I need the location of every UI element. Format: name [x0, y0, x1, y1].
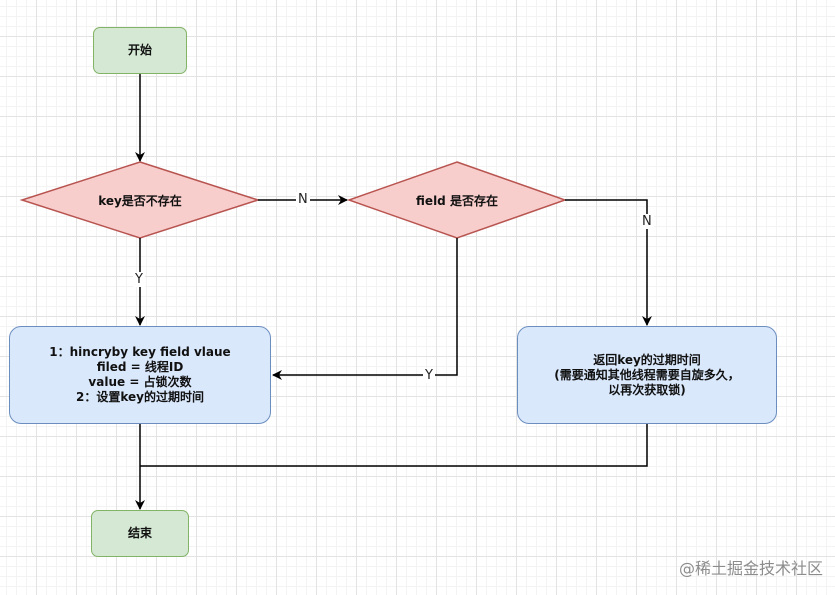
- end-node: 结束: [91, 510, 189, 557]
- edge-field-to-right: [565, 199, 652, 326]
- edge-label-field-y: Y: [423, 368, 435, 383]
- process-right-node: 返回key的过期时间 (需要通知其他线程需要自旋多久， 以再次获取锁): [517, 326, 777, 424]
- process-left-line-2: filed = 线程ID: [96, 360, 184, 374]
- process-left-line-4: 2：设置key的过期时间: [76, 390, 204, 404]
- edge-right-to-end: [140, 424, 648, 467]
- process-right-line-1: 返回key的过期时间: [593, 352, 701, 367]
- decision-key-label: key是否不存在: [98, 194, 182, 208]
- decision-field-label: field 是否存在: [416, 194, 498, 208]
- edge-label-field-n: N: [640, 214, 654, 229]
- process-left-line-1: 1：hincryby key field vlaue: [49, 345, 231, 359]
- process-right-line-2: (需要通知其他线程需要自旋多久，: [554, 367, 740, 382]
- process-left-node: 1：hincryby key field vlaue filed = 线程ID …: [9, 326, 271, 424]
- end-label: 结束: [127, 526, 152, 540]
- edge-label-key-n: N: [296, 192, 310, 207]
- start-label: 开始: [127, 43, 152, 57]
- start-node: 开始: [93, 27, 187, 74]
- watermark-text: @稀土掘金技术社区: [678, 559, 823, 578]
- process-right-line-3: 以再次获取锁): [608, 382, 686, 397]
- process-left-line-3: value = 占锁次数: [88, 375, 192, 389]
- edge-field-to-left: [272, 238, 458, 380]
- edge-label-key-y: Y: [133, 272, 145, 287]
